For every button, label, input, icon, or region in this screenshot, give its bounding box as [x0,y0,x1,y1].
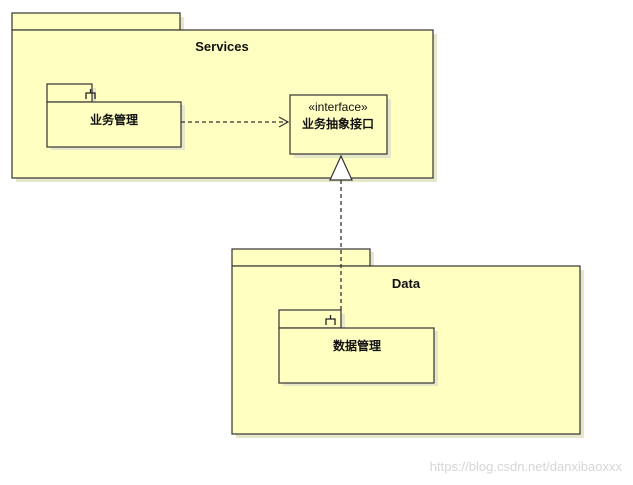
package-data-name: Data [392,276,421,291]
interface-name: 业务抽象接口 [302,116,374,131]
component-name: 业务管理 [90,112,138,127]
watermark-text: https://blog.csdn.net/danxibaoxxx [430,459,623,474]
realization-triangle-head [329,154,353,181]
component-body [46,101,182,148]
interface-stereotype: «interface» [308,100,368,114]
interface-box [289,94,388,155]
component-body [278,327,435,384]
component-name: 数据管理 [333,338,381,353]
package-services-name: Services [195,39,249,54]
realization-arrow[interactable] [329,154,353,310]
component-data-management[interactable]: 数据管理 [278,309,438,386]
component-icon [85,89,96,99]
component-icon [325,315,336,325]
component-business-management[interactable]: 业务管理 [46,83,185,150]
package-data-tab [231,248,371,267]
package-services-tab [11,12,181,31]
component-tab [46,83,93,103]
interface-business-abstract[interactable]: «interface» 业务抽象接口 [289,94,391,158]
